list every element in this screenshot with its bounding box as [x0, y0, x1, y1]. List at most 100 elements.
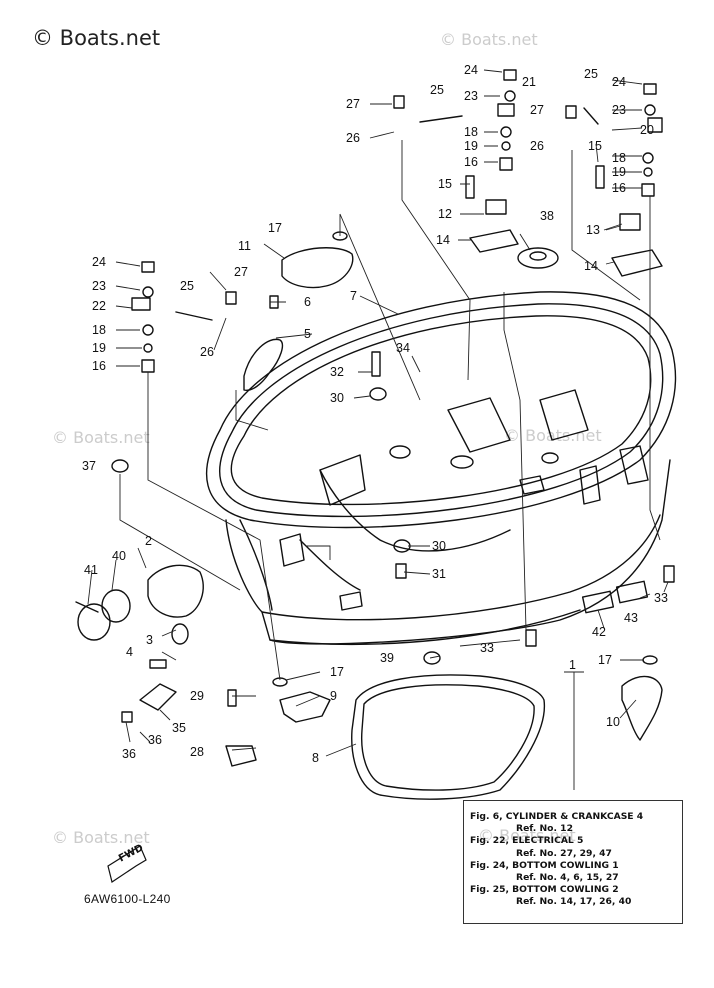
callout: 17: [268, 221, 282, 235]
ref-fig: Fig. 24, BOTTOM COWLING 1: [470, 859, 619, 871]
callout: 25: [180, 279, 194, 293]
drawing-code: 6AW6100-L240: [84, 892, 171, 906]
callout: 27: [234, 265, 248, 279]
callout: 27: [530, 103, 544, 117]
callout: 33: [480, 641, 494, 655]
callout: 37: [82, 459, 96, 473]
lever: [621, 675, 663, 741]
cap: [225, 745, 257, 767]
fwd-arrow-icon: [107, 845, 147, 883]
front-panel: [243, 338, 284, 391]
callout: 22: [92, 299, 106, 313]
callout: 24: [92, 255, 106, 269]
lever-cover: [281, 247, 354, 289]
callout: 1: [569, 658, 576, 672]
callout: 15: [588, 139, 602, 153]
ref-fig: Fig. 6, CYLINDER & CRANKCASE 4: [470, 811, 644, 822]
bottom-cowling: [206, 291, 677, 645]
callout: 16: [464, 155, 478, 169]
callout: 16: [92, 359, 106, 373]
watermark-faint: © Boats.net: [52, 828, 150, 847]
callout: 38: [540, 209, 554, 223]
watermark-faint: © Boats.net: [478, 826, 576, 845]
callout: 33: [654, 591, 668, 605]
callout: 17: [598, 653, 612, 667]
callout: 13: [586, 223, 600, 237]
label-42: [581, 590, 615, 614]
callout: 18: [464, 125, 478, 139]
watermark-faint: © Boats.net: [440, 30, 538, 49]
callout: 30: [432, 539, 446, 553]
ref-fig: Fig. 25, BOTTOM COWLING 2: [470, 884, 619, 896]
cowling-seal: [351, 674, 546, 800]
cable-grommet: [75, 564, 204, 641]
callout: 14: [436, 233, 450, 247]
callout: 27: [346, 97, 360, 111]
callout: 10: [606, 715, 620, 729]
ref-fig: Fig. 22, ELECTRICAL 5: [470, 835, 584, 847]
callout: 26: [346, 131, 360, 145]
ref-numbers: Ref. No. 4, 6, 15, 27: [516, 872, 619, 884]
fasteners: [111, 69, 675, 723]
callout: 19: [92, 341, 106, 355]
callout: 18: [612, 151, 626, 165]
watermark-faint: © Boats.net: [52, 428, 150, 447]
callout: 23: [464, 89, 478, 103]
callout: 17: [330, 665, 344, 679]
callout: 36: [148, 733, 162, 747]
watermark-faint: © Boats.net: [504, 426, 602, 445]
callout: 40: [112, 549, 126, 563]
ref-numbers: Ref. No. 27, 29, 47: [516, 847, 612, 859]
callout: 3: [146, 633, 153, 647]
callout: 14: [584, 259, 598, 273]
callout: 39: [380, 651, 394, 665]
leader-lines: [87, 69, 669, 790]
callout: 25: [430, 83, 444, 97]
callout: 26: [200, 345, 214, 359]
plate-left: [469, 229, 519, 253]
callout: 16: [612, 181, 626, 195]
callout: 18: [92, 323, 106, 337]
callout: 9: [330, 689, 337, 703]
ref-numbers: Ref. No. 14, 17, 26, 40: [516, 896, 632, 908]
callout: 30: [330, 391, 344, 405]
callout: 6: [304, 295, 311, 309]
callout: 8: [312, 751, 319, 765]
ref-numbers: Ref. No. 12: [516, 823, 573, 835]
holder: [279, 691, 331, 723]
grommet: [517, 247, 559, 269]
callout: 7: [350, 289, 357, 303]
callout: 15: [438, 177, 452, 191]
label-43: [615, 580, 649, 604]
callout: 12: [438, 207, 452, 221]
callout: 35: [172, 721, 186, 735]
callout: 31: [432, 567, 446, 581]
callout: 2: [145, 534, 152, 548]
callout: 41: [84, 563, 98, 577]
plug: [139, 683, 177, 711]
reference-box: Fig. 6, CYLINDER & CRANKCASE 4 Ref. No. …: [463, 800, 683, 924]
callout: 4: [126, 645, 133, 659]
callout: 19: [612, 165, 626, 179]
callout: 24: [612, 75, 626, 89]
watermark-main: © Boats.net: [32, 26, 161, 50]
callout: 29: [190, 689, 204, 703]
callout: 25: [584, 67, 598, 81]
callout: 36: [122, 747, 136, 761]
callout: 42: [592, 625, 606, 639]
callout: 32: [330, 365, 344, 379]
callout: 21: [522, 75, 536, 89]
callout: 11: [238, 239, 251, 253]
callout: 23: [92, 279, 106, 293]
callout: 34: [396, 341, 410, 355]
callout: 24: [464, 63, 478, 77]
callout: 28: [190, 745, 204, 759]
callout: 23: [612, 103, 626, 117]
callout-labels: 1 2 3 4 5 6 7 8 9 10 11 12 13 14 14 15 1…: [82, 63, 668, 765]
plate-right: [611, 249, 663, 277]
callout: 19: [464, 139, 478, 153]
callout: 5: [304, 327, 311, 341]
callout: 20: [640, 123, 654, 137]
